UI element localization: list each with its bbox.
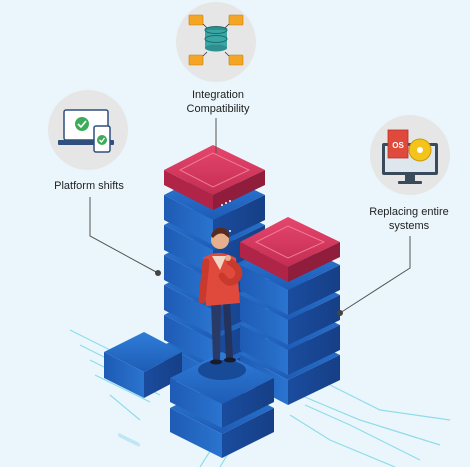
replacing-icon: OS	[370, 115, 450, 195]
person-illustration	[198, 227, 243, 365]
connector-dot-replacing	[337, 310, 343, 316]
connector-dot-platform	[155, 270, 161, 276]
label-platform-text: Platform shifts	[54, 180, 124, 192]
server-front	[170, 352, 274, 458]
connector-platform	[89, 197, 159, 274]
connector-replacing	[339, 236, 411, 314]
label-integration: Integration Compatibility	[158, 88, 278, 116]
label-replacing-line2: systems	[388, 220, 430, 232]
server-small-left	[104, 332, 182, 447]
label-replacing: Replacing entire systems	[354, 205, 464, 233]
label-integration-line1: Integration	[192, 89, 244, 101]
connector-lines	[89, 118, 411, 314]
os-screen-text: OS	[392, 141, 404, 150]
label-integration-line2: Compatibility	[186, 103, 250, 115]
label-replacing-line1: Replacing entire	[369, 206, 449, 218]
label-platform: Platform shifts	[34, 179, 144, 193]
platform-icon	[48, 90, 128, 170]
integration-icon	[176, 2, 256, 82]
